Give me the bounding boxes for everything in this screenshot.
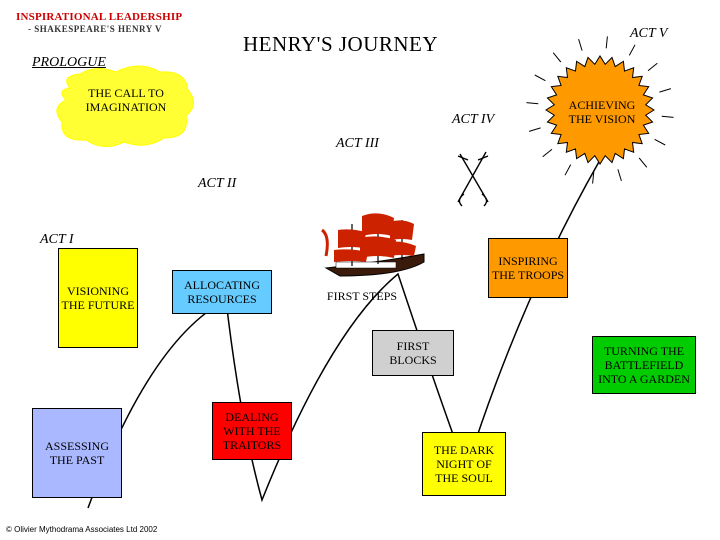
achieving-vision-label: ACHIEVING THE VISION <box>568 98 636 126</box>
first-blocks-box: FIRST BLOCKS <box>372 330 454 376</box>
act2-label: ACT II <box>198 176 237 191</box>
dealing-label: DEALING WITH THE TRAITORS <box>222 410 282 452</box>
act4-label: ACT IV <box>452 112 495 127</box>
sun-ray <box>534 74 546 82</box>
dealing-box: DEALING WITH THE TRAITORS <box>212 402 292 460</box>
first-blocks-label: FIRST BLOCKS <box>389 339 437 367</box>
sun-ray <box>661 115 674 118</box>
sun-ray <box>578 38 583 51</box>
act1-label: ACT I <box>40 232 74 247</box>
dark-night-box: THE DARK NIGHT OF THE SOUL <box>422 432 506 496</box>
sun-ray <box>654 138 666 146</box>
assessing-label: ASSESSING THE PAST <box>44 439 110 467</box>
allocating-label: ALLOCATING RESOURCES <box>184 278 260 306</box>
header-title: INSPIRATIONAL LEADERSHIP <box>16 11 183 23</box>
sun-ray <box>628 44 636 56</box>
copyright-text: © Olivier Mythodrama Associates Ltd 2002 <box>6 525 158 534</box>
visioning-label: VISIONING THE FUTURE <box>61 284 135 312</box>
header-subtitle: - SHAKESPEARE'S HENRY V <box>28 24 162 34</box>
inspiring-box: INSPIRING THE TROOPS <box>488 238 568 298</box>
page-title: HENRY'S JOURNEY <box>243 32 439 56</box>
act5-label: ACT V <box>630 26 668 41</box>
sun-ray <box>564 164 572 176</box>
cloud-shape <box>56 65 194 147</box>
sun-ray <box>592 171 595 184</box>
assessing-box: ASSESSING THE PAST <box>32 408 122 498</box>
dark-night-label: THE DARK NIGHT OF THE SOUL <box>433 443 495 485</box>
call-to-imagination-label: THE CALL TO IMAGINATION <box>85 86 167 114</box>
first-steps-label: FIRST STEPS <box>326 289 398 303</box>
sun-ray <box>659 88 672 93</box>
ship-icon <box>320 213 425 277</box>
sun-ray <box>617 169 622 182</box>
sun-ray <box>647 62 658 72</box>
prologue-label: PROLOGUE <box>32 55 106 70</box>
allocating-box: ALLOCATING RESOURCES <box>172 270 272 314</box>
journey-path <box>87 159 601 509</box>
act3-label: ACT III <box>336 136 379 151</box>
sun-ray <box>542 148 553 158</box>
crossed-swords-icon <box>457 151 489 207</box>
sun-icon <box>526 36 674 184</box>
visioning-box: VISIONING THE FUTURE <box>58 248 138 348</box>
turning-box: TURNING THE BATTLEFIELD INTO A GARDEN <box>592 336 696 394</box>
sun-ray <box>638 157 648 168</box>
turning-label: TURNING THE BATTLEFIELD INTO A GARDEN <box>598 344 690 386</box>
sun-ray <box>552 52 562 63</box>
sun-ray <box>528 127 541 132</box>
inspiring-label: INSPIRING THE TROOPS <box>491 254 565 282</box>
sun-ray <box>605 36 608 49</box>
sun-ray <box>526 102 539 105</box>
